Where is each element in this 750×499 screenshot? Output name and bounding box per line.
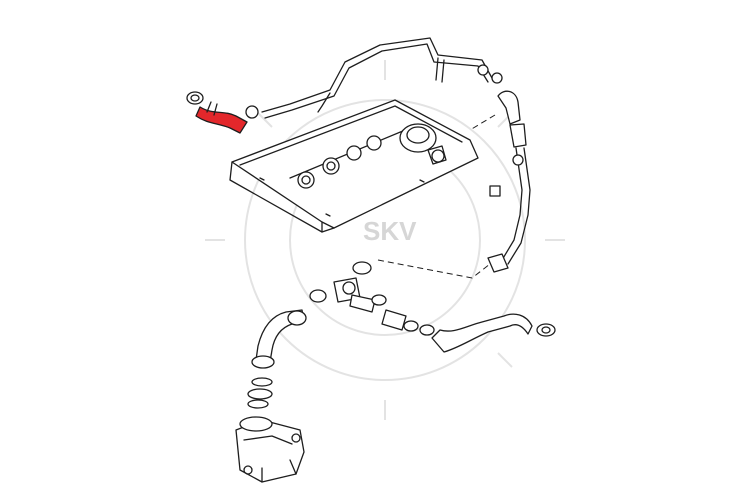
lower-left-hose <box>251 309 307 369</box>
watermark-text: SKV <box>363 216 417 246</box>
right-vent-pipe <box>487 90 531 273</box>
hose-clamp-left <box>186 91 204 105</box>
breather-hose-highlighted <box>195 101 248 134</box>
t-piece-assembly <box>309 261 435 336</box>
oil-separator-housing <box>235 416 305 483</box>
upper-vent-pipe <box>245 37 503 119</box>
o-rings <box>247 377 273 409</box>
lower-right-hose <box>431 313 556 353</box>
assembly-guides <box>377 114 496 279</box>
valve-cover <box>229 99 479 233</box>
